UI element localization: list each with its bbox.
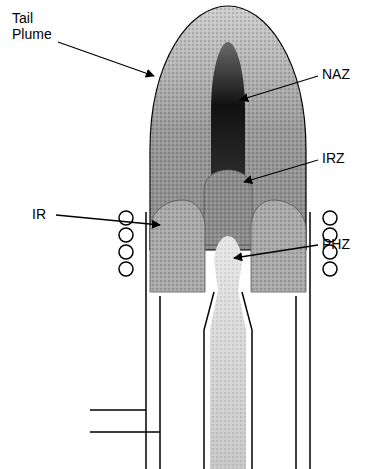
injector-tube [204, 292, 252, 469]
gas-inlet [90, 410, 160, 432]
region-label: IRZ [322, 150, 362, 166]
load-coil [119, 211, 337, 276]
intermediate-tube [160, 296, 296, 469]
region-label: Tail Plume [12, 10, 58, 42]
region-label: IR [32, 206, 56, 222]
region-label: PHZ [322, 236, 362, 252]
induction-region [150, 200, 205, 292]
leader-line [56, 42, 318, 258]
induction-region [251, 200, 306, 292]
region-label: NAZ [322, 66, 362, 82]
preheating-zone [210, 236, 246, 469]
